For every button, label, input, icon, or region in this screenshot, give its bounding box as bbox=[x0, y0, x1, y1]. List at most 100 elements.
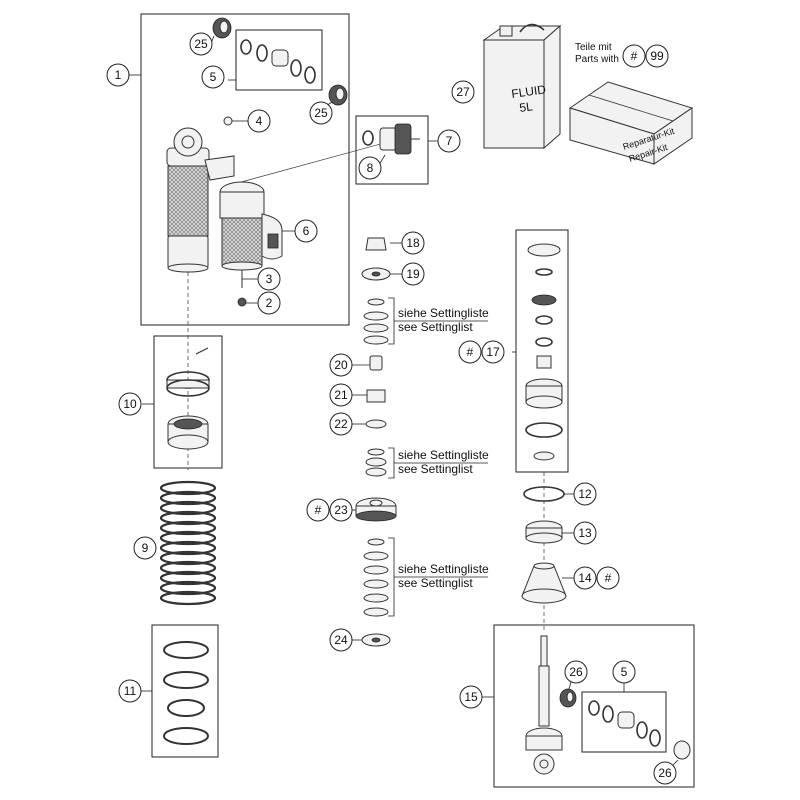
callout-18: 18 bbox=[401, 231, 425, 255]
callout-99: 99 bbox=[645, 44, 669, 68]
settinglist-bracket-1: siehe Settingliste see Settinglist bbox=[388, 297, 489, 345]
main-coil-spring bbox=[159, 480, 217, 606]
svg-text:25: 25 bbox=[194, 37, 208, 51]
legend-line1: Teile mit bbox=[575, 42, 612, 53]
svg-text:17: 17 bbox=[486, 345, 500, 359]
piston-rod-part-15 bbox=[525, 635, 563, 775]
settinglist-2-de: siehe Settingliste bbox=[398, 448, 489, 462]
callout-27: 27 bbox=[451, 80, 475, 104]
compression-stack-group-box bbox=[515, 229, 569, 473]
callout-21: 21 bbox=[329, 383, 353, 407]
callout-7: 7 bbox=[437, 129, 461, 153]
seal-kit-upper-parts bbox=[240, 39, 316, 84]
settinglist-3-de: siehe Settingliste bbox=[398, 562, 489, 576]
spring-adjuster-parts bbox=[166, 347, 210, 450]
svg-text:19: 19 bbox=[406, 267, 420, 281]
shock-absorber-body bbox=[166, 127, 283, 273]
callout-5: 5 bbox=[201, 65, 225, 89]
svg-text:20: 20 bbox=[334, 358, 348, 372]
hash-marker: # bbox=[622, 44, 646, 68]
settinglist-bracket-2: siehe Settingliste see Settinglist bbox=[388, 447, 489, 479]
callout-13: 13 bbox=[573, 521, 597, 545]
callout-5: 5 bbox=[612, 660, 636, 684]
svg-text:22: 22 bbox=[334, 417, 348, 431]
svg-text:14: 14 bbox=[578, 571, 592, 585]
callout-1: 1 bbox=[106, 63, 130, 87]
fluid-canister-part-27: FLUID 5L bbox=[482, 23, 562, 150]
svg-text:#: # bbox=[631, 49, 638, 63]
seal-kit-box-upper bbox=[235, 29, 323, 91]
callout-2: 2 bbox=[257, 291, 281, 315]
callout-3: 3 bbox=[257, 267, 281, 291]
svg-text:7: 7 bbox=[446, 134, 453, 148]
callout-26: 26 bbox=[653, 761, 677, 785]
seal-kit-lower-parts bbox=[588, 700, 661, 747]
piston-rod-group-box bbox=[493, 624, 695, 788]
callout-20: 20 bbox=[329, 353, 353, 377]
callout-10: 10 bbox=[118, 392, 142, 416]
settinglist-1-en: see Settinglist bbox=[398, 320, 473, 334]
svg-text:15: 15 bbox=[464, 690, 478, 704]
svg-text:6: 6 bbox=[303, 224, 310, 238]
settinglist-bracket-3: siehe Settingliste see Settinglist bbox=[388, 537, 489, 617]
svg-text:4: 4 bbox=[256, 114, 263, 128]
svg-text:12: 12 bbox=[578, 487, 592, 501]
svg-text:18: 18 bbox=[406, 236, 420, 250]
svg-text:2: 2 bbox=[266, 296, 273, 310]
bolt-part-4 bbox=[223, 116, 233, 126]
valve-part-8 bbox=[362, 123, 420, 155]
svg-text:#: # bbox=[467, 345, 474, 359]
svg-text:11: 11 bbox=[124, 684, 137, 698]
nut-part-2 bbox=[237, 297, 247, 307]
canister-label-line2: 5L bbox=[518, 99, 533, 115]
svg-text:21: 21 bbox=[334, 388, 348, 402]
svg-text:26: 26 bbox=[658, 766, 672, 780]
hash-marker: # bbox=[306, 498, 330, 522]
svg-text:3: 3 bbox=[266, 272, 273, 286]
svg-text:5: 5 bbox=[210, 70, 217, 84]
callout-9: 9 bbox=[133, 536, 157, 560]
svg-text:5: 5 bbox=[621, 665, 628, 679]
valve-group-box bbox=[355, 115, 429, 185]
callout-layer: 1234556789101112131415171819202122232425… bbox=[106, 32, 677, 785]
svg-text:24: 24 bbox=[334, 633, 348, 647]
valve-axis-line bbox=[233, 139, 396, 185]
svg-text:9: 9 bbox=[142, 541, 149, 555]
seal-part-26-lower bbox=[673, 740, 691, 760]
callout-26: 26 bbox=[564, 660, 588, 684]
svg-text:23: 23 bbox=[334, 503, 348, 517]
canister-label-line1: FLUID bbox=[510, 82, 547, 101]
svg-text:8: 8 bbox=[367, 161, 374, 175]
svg-text:27: 27 bbox=[456, 85, 470, 99]
callout-19: 19 bbox=[401, 262, 425, 286]
settinglist-2-en: see Settinglist bbox=[398, 462, 473, 476]
callout-23: 23 bbox=[329, 498, 353, 522]
callout-17: 17 bbox=[481, 340, 505, 364]
legend-line2: Parts with bbox=[575, 54, 619, 65]
callout-6: 6 bbox=[294, 219, 318, 243]
settinglist-3-en: see Settinglist bbox=[398, 576, 473, 590]
svg-text:13: 13 bbox=[578, 526, 592, 540]
compression-stack-parts bbox=[525, 243, 563, 461]
callout-12: 12 bbox=[573, 482, 597, 506]
svg-text:#: # bbox=[315, 503, 322, 517]
svg-text:#: # bbox=[605, 571, 612, 585]
svg-text:1: 1 bbox=[115, 68, 122, 82]
callout-15: 15 bbox=[459, 685, 483, 709]
callout-24: 24 bbox=[329, 628, 353, 652]
callout-11: 11 bbox=[118, 679, 142, 703]
svg-text:25: 25 bbox=[314, 106, 328, 120]
repair-kit-box: Reparatur-Kit Repair-Kit bbox=[568, 81, 694, 165]
bump-stop-part-14 bbox=[521, 562, 567, 604]
svg-text:26: 26 bbox=[569, 665, 583, 679]
svg-text:10: 10 bbox=[123, 397, 137, 411]
svg-text:99: 99 bbox=[650, 49, 664, 63]
callout-14: 14 bbox=[573, 566, 597, 590]
seal-head-part-13 bbox=[525, 520, 563, 544]
spacer-rings bbox=[163, 641, 209, 745]
hash-marker: # bbox=[596, 566, 620, 590]
hash-marker: # bbox=[458, 340, 482, 364]
shock-body-group-box bbox=[140, 13, 350, 326]
callout-4: 4 bbox=[247, 109, 271, 133]
